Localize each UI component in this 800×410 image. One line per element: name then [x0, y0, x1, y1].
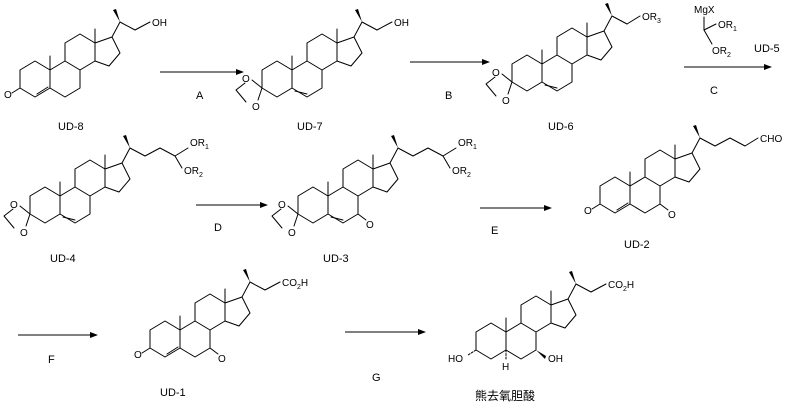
arrow-b: [410, 59, 490, 65]
step-label-b: B: [445, 90, 452, 102]
step-label-g: G: [372, 372, 381, 384]
arrow-g: [345, 329, 426, 335]
structure-ud8: OH O: [4, 8, 167, 101]
atom-o: O: [278, 200, 286, 211]
atom-or2: OR2: [184, 166, 203, 179]
atom-or3: OR3: [642, 12, 661, 25]
atom-o: O: [668, 210, 676, 221]
atom-or1: OR1: [718, 20, 737, 33]
compound-label-ud8: UD-8: [58, 121, 84, 133]
atom-o: O: [4, 90, 12, 101]
compound-label-ud2: UD-2: [624, 239, 650, 251]
arrow-c: [684, 64, 772, 70]
compound-label-ud7: UD-7: [297, 121, 323, 133]
step-label-c: C: [710, 85, 718, 97]
step-label-f: F: [48, 354, 55, 366]
step-label-e: E: [491, 225, 498, 237]
arrow-a: [160, 69, 244, 75]
atom-oh: OH: [548, 354, 563, 365]
atom-o: O: [366, 220, 374, 231]
atom-or2: OR2: [452, 166, 471, 179]
compound-label-ud5: UD-5: [754, 43, 780, 55]
atom-co2h: CO2H: [608, 280, 634, 293]
structure-ud6: OR3 O O: [485, 2, 661, 107]
atom-co2h: CO2H: [282, 278, 308, 291]
atom-cho: CHO: [760, 134, 782, 145]
atom-o: O: [288, 228, 296, 239]
atom-o: O: [492, 68, 500, 79]
structure-ud3: OR1 OR2 O O O: [271, 134, 477, 239]
atom-o: O: [242, 74, 250, 85]
step-label-a: A: [196, 90, 204, 102]
atom-o: O: [10, 200, 18, 211]
atom-or1: OR1: [458, 138, 477, 151]
step-label-d: D: [214, 222, 222, 234]
compound-label-ud4: UD-4: [50, 253, 76, 265]
compound-label-ud1: UD-1: [160, 387, 186, 399]
atom-or1: OR1: [190, 138, 209, 151]
structure-ud2: CHO O O: [584, 124, 782, 221]
structure-product: CO2H HO H OH: [448, 270, 634, 373]
atom-oh: OH: [394, 18, 409, 29]
atom-o: O: [20, 228, 28, 239]
atom-o: O: [584, 206, 592, 217]
compound-label-product: 熊去氧胆酸: [475, 388, 535, 403]
atom-h: H: [502, 362, 509, 373]
structure-ud1: CO2H O O: [134, 268, 308, 365]
atom-o: O: [252, 102, 260, 113]
structure-ud4: OR1 OR2 O O: [3, 134, 209, 239]
atom-o: O: [218, 354, 226, 365]
atom-oh: OH: [152, 18, 167, 29]
atom-ho: HO: [448, 354, 463, 365]
structure-ud5: MgX OR1 OR2: [694, 5, 737, 59]
atom-o: O: [502, 96, 510, 107]
atom-or2: OR2: [712, 46, 731, 59]
compound-label-ud6: UD-6: [548, 121, 574, 133]
arrow-f: [18, 332, 98, 338]
structure-ud7: OH O O: [235, 8, 409, 113]
atom-mgx: MgX: [694, 5, 715, 16]
atom-o: O: [134, 350, 142, 361]
compound-label-ud3: UD-3: [323, 253, 349, 265]
arrow-d: [196, 202, 268, 208]
arrow-e: [480, 205, 552, 211]
